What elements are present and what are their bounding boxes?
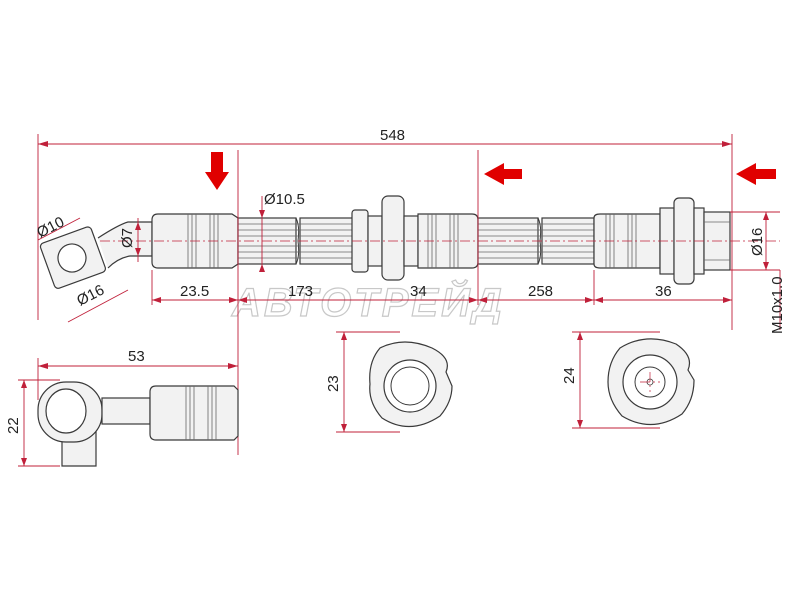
dim-tube-diameter: Ø7: [119, 228, 136, 248]
dim-bracket-a: 23: [325, 375, 342, 392]
dim-seg-2: 173: [288, 283, 313, 300]
end-fitting-dimensions: Ø16 M10x1.0: [730, 211, 786, 334]
dim-seg-4: 258: [528, 283, 553, 300]
hose-diameter-dimension: Ø10.5: [259, 191, 305, 272]
arrow-down-icon: [205, 152, 229, 190]
dim-side-length: 53: [128, 348, 145, 365]
watermark: АВТОТРЕЙД: [231, 278, 505, 325]
dim-thread: M10x1.0: [769, 276, 786, 334]
tube-diameter-dimension: Ø7: [119, 218, 141, 262]
arrow-left-icon: [484, 163, 522, 185]
overall-length-label: 548: [380, 127, 405, 144]
dim-seg-5: 36: [655, 283, 672, 300]
arrow-left-icon: [736, 163, 776, 185]
hose-assembly: [39, 195, 780, 289]
dim-bracket-b: 24: [561, 367, 578, 384]
dim-seg-3: 34: [410, 283, 427, 300]
dim-end-diameter: Ø16: [749, 228, 766, 256]
dim-side-height: 22: [5, 417, 22, 434]
side-view: 53 22: [5, 348, 239, 467]
overall-length-dimension: 548: [37, 127, 733, 330]
end-view-b: 24: [561, 331, 695, 429]
bracket-view-a: 23: [325, 331, 453, 433]
banjo-fitting: [39, 226, 106, 289]
dim-hose-diameter: Ø10.5: [264, 191, 305, 208]
dim-seg-1: 23.5: [180, 283, 209, 300]
segment-dimensions: 23.5 173 34 258 36: [151, 150, 732, 455]
dim-fitting-outer: Ø16: [74, 282, 107, 310]
